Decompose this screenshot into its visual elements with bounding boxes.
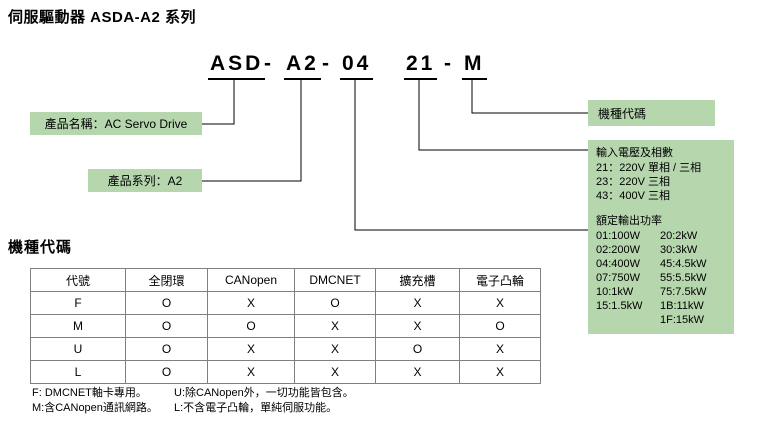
table-cell: X	[294, 360, 376, 384]
model-code-table: 代號 全閉環 CANopen DMCNET 擴充槽 電子凸輪 F O X O X…	[30, 268, 541, 384]
rated-power-value: 20:2kW	[660, 230, 698, 242]
footnote-f: F: DMCNET軸卡專用。	[32, 387, 147, 399]
model-separator: -	[322, 52, 329, 75]
rated-power-box: 額定輸出功率 01:100W 20:2kW 02:200W 30:3kW 04:40…	[588, 208, 734, 334]
table-cell: O	[375, 337, 460, 361]
table-cell: X	[207, 360, 295, 384]
connector-product-series	[202, 80, 302, 182]
rated-power-row: 01:100W 20:2kW	[596, 229, 726, 243]
table-header-e-cam: 電子凸輪	[459, 268, 541, 292]
table-cell: O	[294, 291, 376, 315]
rated-power-value: 10:1kW	[596, 286, 634, 298]
input-voltage-option: 23：220V 三相	[596, 176, 670, 188]
rated-power-value: 75:7.5kW	[660, 286, 707, 298]
rated-power-row: 15:1.5kW 1B:11kW	[596, 299, 726, 313]
table-header-expansion-slot: 擴充槽	[375, 268, 460, 292]
table-row: U O X X O X	[30, 337, 541, 361]
model-separator: -	[264, 52, 271, 75]
model-segment-voltage: 21	[404, 52, 438, 80]
table-cell: X	[207, 337, 295, 361]
model-separator: -	[444, 52, 451, 75]
rated-power-row: 10:1kW 75:7.5kW	[596, 285, 726, 299]
table-cell: U	[30, 337, 126, 361]
model-segment-power: 04	[340, 52, 374, 80]
table-cell: X	[294, 337, 376, 361]
table-header-canopen: CANopen	[207, 268, 295, 292]
product-name-label: 產品名稱：AC Servo Drive	[30, 112, 202, 135]
table-row: L O X X X X	[30, 360, 541, 384]
table-cell: X	[459, 291, 541, 315]
table-cell: O	[125, 291, 208, 315]
table-cell: X	[375, 360, 460, 384]
input-voltage-option: 43：400V 三相	[596, 190, 670, 202]
table-cell: X	[207, 291, 295, 315]
rated-power-value: 01:100W	[596, 230, 641, 242]
connector-product-name	[202, 80, 235, 125]
table-cell: O	[125, 314, 208, 338]
table-cell: O	[125, 360, 208, 384]
rated-power-value: 02:200W	[596, 244, 641, 256]
rated-power-row: 02:200W 30:3kW	[596, 243, 726, 257]
rated-power-value: 04:400W	[596, 258, 641, 270]
table-header-full-closed-loop: 全閉環	[125, 268, 208, 292]
table-cell: X	[294, 314, 376, 338]
connector-model-code	[471, 80, 588, 114]
section-title-model-codes: 機種代碼	[8, 239, 73, 256]
rated-power-row: 04:400W 45:4.5kW	[596, 257, 726, 271]
product-series-label: 產品系列：A2	[88, 169, 202, 192]
table-cell: L	[30, 360, 126, 384]
rated-power-title: 額定輸出功率	[596, 215, 662, 227]
rated-power-value: 30:3kW	[660, 244, 698, 256]
footnote-u: U:除CANopen外，一切功能皆包含。	[174, 387, 354, 399]
table-cell: O	[459, 314, 541, 338]
model-segment-asd: ASD	[208, 52, 266, 80]
rated-power-row: 07:750W 55:5.5kW	[596, 271, 726, 285]
table-cell: X	[375, 291, 460, 315]
rated-power-value: 07:750W	[596, 272, 641, 284]
table-cell: O	[207, 314, 295, 338]
table-header-row: 代號 全閉環 CANopen DMCNET 擴充槽 電子凸輪	[30, 268, 541, 292]
model-segment-series: A2	[284, 52, 321, 80]
rated-power-value: 1F:15kW	[660, 314, 705, 326]
footnote-m: M:含CANopen通訊網路。	[32, 402, 158, 414]
model-code-label: 機種代碼	[588, 100, 715, 126]
footnote-l: L:不含電子凸輪，單純伺服功能。	[174, 402, 338, 414]
table-cell: X	[375, 314, 460, 338]
footnotes: F: DMCNET軸卡專用。 U:除CANopen外，一切功能皆包含。 M:含C…	[32, 386, 354, 416]
input-voltage-title: 輸入電壓及相數	[596, 147, 673, 159]
table-row: M O O X X O	[30, 314, 541, 338]
table-cell: X	[459, 337, 541, 361]
connector-rated-power	[354, 80, 588, 231]
rated-power-value: 55:5.5kW	[660, 272, 707, 284]
table-row: F O X O X X	[30, 291, 541, 315]
connector-input-voltage	[418, 80, 588, 151]
table-header-dmcnet: DMCNET	[294, 268, 376, 292]
input-voltage-box: 輸入電壓及相數 21：220V 單相 / 三相 23：220V 三相 43：40…	[588, 140, 734, 210]
input-voltage-option: 21：220V 單相 / 三相	[596, 162, 702, 174]
table-cell: F	[30, 291, 126, 315]
table-cell: O	[125, 337, 208, 361]
table-cell: M	[30, 314, 126, 338]
rated-power-value: 15:1.5kW	[596, 300, 643, 312]
page-title: 伺服驅動器 ASDA-A2 系列	[8, 9, 197, 26]
model-segment-type: M	[462, 52, 487, 80]
rated-power-row: 1F:15kW	[596, 313, 726, 327]
table-cell: X	[459, 360, 541, 384]
rated-power-value: 45:4.5kW	[660, 258, 707, 270]
table-header-code: 代號	[30, 268, 126, 292]
rated-power-value: 1B:11kW	[660, 300, 704, 312]
